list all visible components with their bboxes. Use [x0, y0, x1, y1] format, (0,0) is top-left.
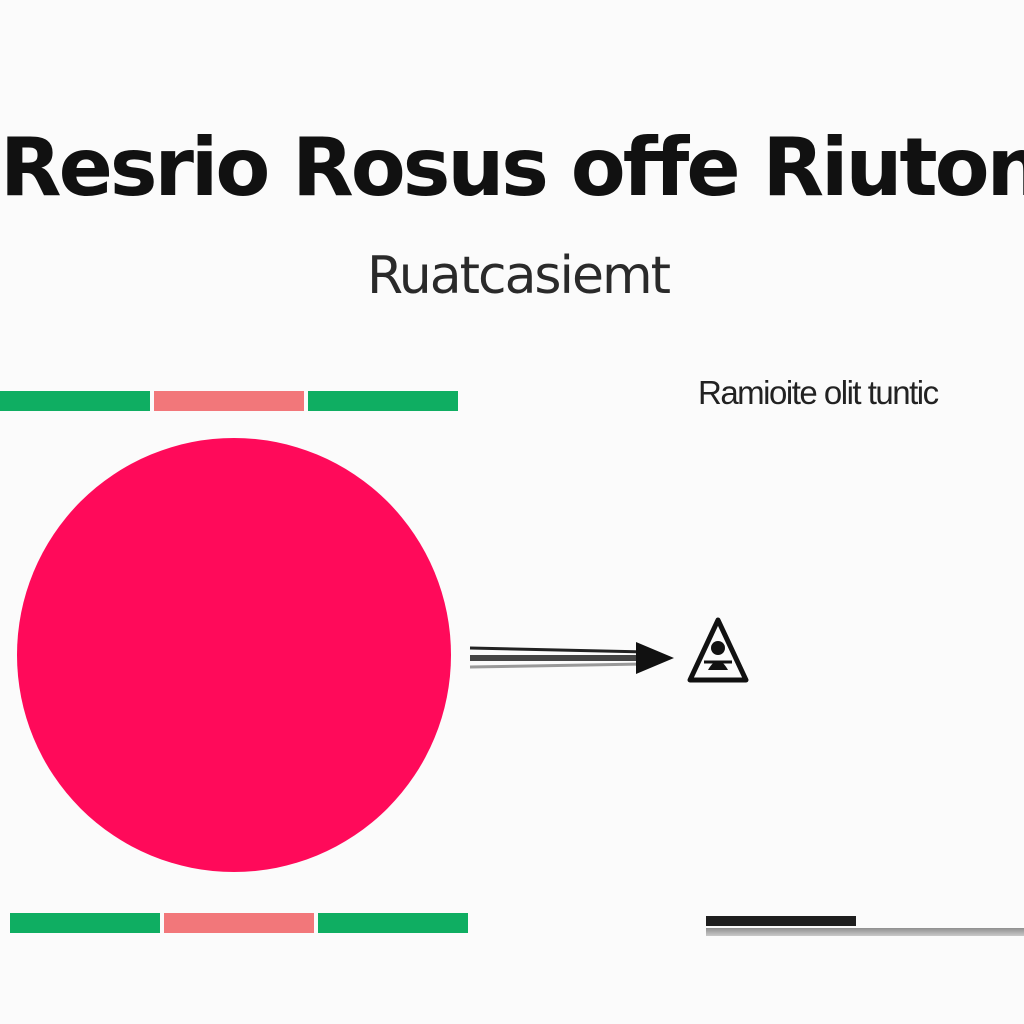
right-arrow-icon — [469, 642, 674, 674]
light-rule — [706, 928, 1024, 936]
bottom-bar-group — [10, 913, 468, 933]
page-title: Resrio Rosus offe Riutonsic — [0, 121, 1024, 214]
top-bar-segment-3 — [308, 391, 458, 411]
top-bar-group — [0, 391, 458, 411]
arrow-head — [636, 642, 674, 674]
bottom-bar-segment-1 — [10, 913, 160, 933]
bottom-bar-segment-3 — [318, 913, 468, 933]
top-bar-segment-1 — [0, 391, 150, 411]
bottom-right-rule — [706, 916, 1024, 940]
top-bar-segment-2 — [154, 391, 304, 411]
side-label: Ramioite olit tuntic — [698, 374, 939, 411]
warning-triangle-icon — [687, 617, 749, 683]
bottom-bar-segment-2 — [164, 913, 314, 933]
page-subtitle: Ruatcasiemt — [366, 246, 671, 306]
dark-rule — [706, 916, 856, 926]
red-circle — [17, 438, 451, 872]
